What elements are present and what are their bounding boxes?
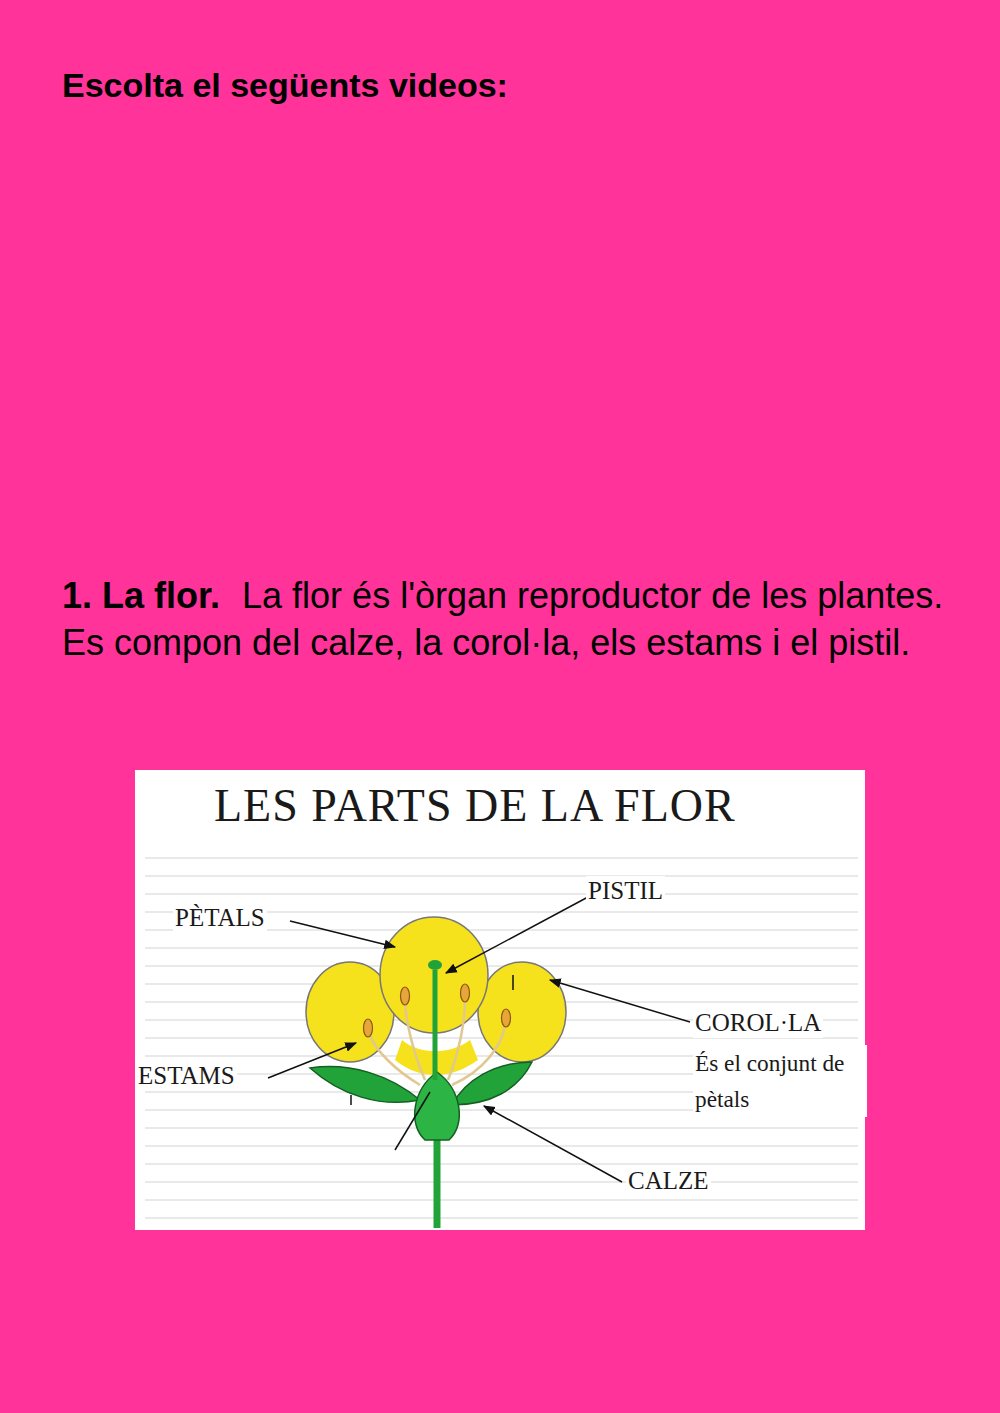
flower-drawing <box>306 917 566 1228</box>
anthers <box>364 984 511 1037</box>
part-label: PÈTALS <box>173 903 267 933</box>
picture-ground <box>135 770 865 1230</box>
part-label: COROL·LA <box>693 1008 823 1038</box>
ruled-line <box>145 965 858 966</box>
ruled-line <box>145 1127 858 1128</box>
petal <box>478 962 566 1062</box>
ruled-line <box>145 893 858 894</box>
text-block: 1. La flor.La flor és l'òrgan reproducto… <box>62 572 962 666</box>
sepal <box>310 1067 420 1103</box>
leader-line <box>446 897 588 973</box>
part-label: ESTAMS <box>136 1061 237 1091</box>
stigma <box>428 960 442 970</box>
section-heading: 1. La flor. <box>62 575 220 616</box>
leader-line <box>395 1092 430 1150</box>
leader-line <box>550 980 690 1022</box>
anther <box>364 1019 373 1037</box>
filament <box>405 1003 425 1080</box>
leader-line <box>484 1106 622 1182</box>
sepal <box>452 1062 532 1105</box>
ruled-line <box>145 1145 858 1146</box>
anther <box>461 984 470 1002</box>
part-label: PISTIL <box>586 876 665 906</box>
page-title: Escolta el següents videos: <box>62 66 508 105</box>
filament <box>448 1000 465 1080</box>
ruled-line <box>145 857 858 858</box>
anther <box>502 1009 511 1027</box>
ruled-line <box>145 1199 858 1200</box>
filaments <box>370 1000 505 1085</box>
anther <box>401 987 410 1005</box>
figure-title: LES PARTS DE LA FLOR <box>212 778 738 833</box>
ruled-line <box>145 875 858 876</box>
leader-lines <box>268 897 690 1182</box>
ruled-lines <box>145 858 858 1218</box>
style <box>433 970 438 1080</box>
filament <box>452 1025 505 1085</box>
part-label: CALZE <box>626 1166 711 1196</box>
ruled-line <box>145 1181 858 1182</box>
leader-line <box>290 921 395 947</box>
tick <box>350 1095 352 1105</box>
tick <box>512 975 514 990</box>
ruled-line <box>145 1217 858 1218</box>
ruled-line <box>145 1163 858 1164</box>
part-note: És el conjunt de pètals <box>693 1045 867 1117</box>
leader-line <box>268 1043 356 1078</box>
ruled-line <box>145 947 858 948</box>
stem <box>434 1130 441 1228</box>
